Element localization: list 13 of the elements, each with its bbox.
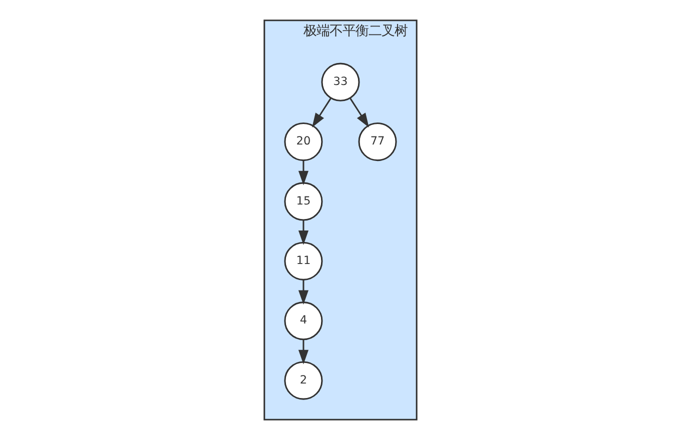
node-circle: 15 [284,182,322,221]
node-circle: 33 [320,62,360,102]
arrow [298,280,308,305]
node-circle: 4 [284,302,322,340]
node-circle: 2 [284,361,322,400]
arrow [298,339,308,364]
node-circle: 11 [284,242,322,280]
arrow [349,98,369,128]
node-circle: 77 [358,122,396,162]
node-circle: 20 [284,122,322,162]
arrow [311,98,331,128]
arrow [298,220,308,245]
arrow [298,160,308,186]
